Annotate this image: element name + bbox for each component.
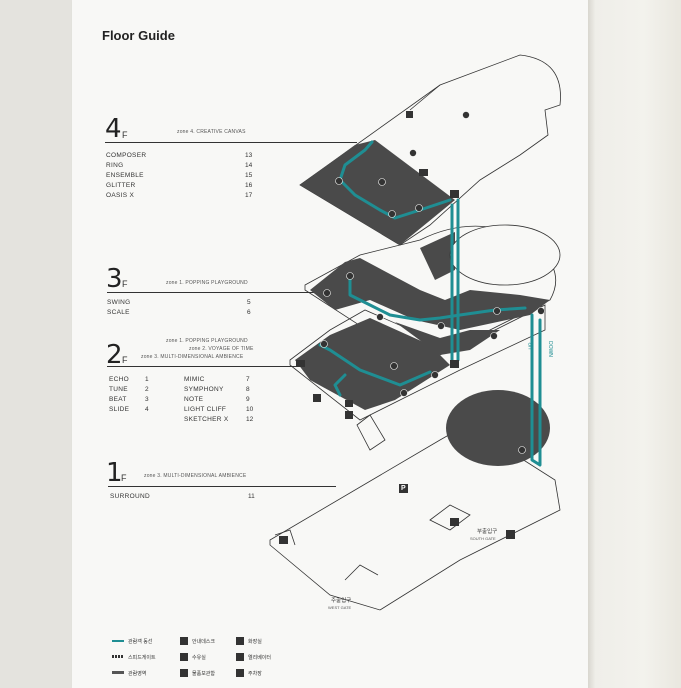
floor-4-room-name: RING <box>106 162 124 169</box>
floor-4-room-number: 14 <box>245 162 253 169</box>
floor-2-left-room-number: 4 <box>145 406 149 413</box>
floor-2-right-room-name: LIGHT CLIFF <box>184 406 227 413</box>
floor-2-zone-1: zone 1. POPPING PLAYGROUND <box>166 338 248 344</box>
room-markers <box>320 111 545 454</box>
legend-label: 엘리베이터 <box>248 655 272 661</box>
legend-symbol-box-icon <box>236 653 244 661</box>
floor-2-right-room-name: SKETCHER X <box>184 416 229 423</box>
floor-2-right-room-number: 12 <box>246 416 254 423</box>
wall-left <box>0 0 72 688</box>
legend-label: 주차장 <box>248 671 262 677</box>
legend-symbol-dash-icon <box>112 655 124 658</box>
floor-2-zone-2: zone 2. VOYAGE OF TIME <box>189 346 254 352</box>
floor-2-rule <box>107 366 296 367</box>
legend-symbol-i-icon <box>180 637 188 645</box>
floor-1-number: 1 <box>106 458 123 488</box>
floor-2-left-room-name: ECHO <box>109 376 129 383</box>
floor-4-room-number: 15 <box>245 172 253 179</box>
west-gate-ko: 주출입구 <box>331 598 352 604</box>
floor-3-rule <box>107 292 320 293</box>
floor-1-rule <box>108 486 336 487</box>
floor-2-right-room-name: SYMPHONY <box>184 386 224 393</box>
floor-4-zone: zone 4. CREATIVE CANVAS <box>177 129 246 135</box>
legend-symbol-box-icon <box>180 653 188 661</box>
floor-3-room-number: 6 <box>247 309 251 316</box>
floor-4-room-number: 16 <box>245 182 253 189</box>
floor-2-right-room-number: 9 <box>246 396 250 403</box>
floor-4-room-name: OASIS X <box>106 192 135 199</box>
floor-1-suffix: F <box>121 473 127 483</box>
down-label: DOWN <box>546 341 553 357</box>
legend-label: 안내데스크 <box>192 639 216 645</box>
legend-symbol-bar-icon <box>112 671 124 674</box>
west-gate-en: WEST GATE <box>328 605 352 610</box>
parking-label: P <box>401 485 406 492</box>
floor-4-exhibit-area <box>300 140 455 245</box>
legend-symbol-P-icon <box>236 669 244 677</box>
floor-2-right-room-number: 7 <box>246 376 250 383</box>
floor-1-room-name: SURROUND <box>110 493 150 500</box>
floor-4-room-name: COMPOSER <box>106 152 147 159</box>
parking-icon <box>399 484 408 493</box>
floor-2-left-room-name: BEAT <box>109 396 127 403</box>
floor-2-left-room-name: SLIDE <box>109 406 130 413</box>
floor-2-exhibit-area <box>295 318 450 410</box>
floor-2-outline <box>289 304 546 421</box>
legend-label: 관람영역 <box>128 671 147 677</box>
floor-1-exhibit-area <box>446 390 550 466</box>
legend-symbol-wc-icon <box>236 637 244 645</box>
floor-2-left-room-number: 1 <box>145 376 149 383</box>
floor-2-right-room-name: NOTE <box>184 396 204 403</box>
floor-2-left-room-number: 2 <box>145 386 149 393</box>
visitor-route <box>318 140 542 467</box>
floor-2-left-room-number: 3 <box>145 396 149 403</box>
floor-4-room-name: ENSEMBLE <box>106 172 144 179</box>
south-gate-ko: 부출입구 <box>477 529 498 535</box>
floor-3-suffix: F <box>122 279 128 289</box>
floor-3-zone: zone 1. POPPING PLAYGROUND <box>166 280 248 286</box>
legend-label: 관람객 동선 <box>128 639 153 645</box>
legend-label: 수유실 <box>192 655 206 661</box>
floor-2-left-room-name: TUNE <box>109 386 128 393</box>
legend-symbol-box-icon <box>180 669 188 677</box>
floor-4-rule <box>105 142 357 143</box>
floor-4-room-number: 17 <box>245 192 253 199</box>
floor-2-right-room-number: 10 <box>246 406 254 413</box>
floor-3-room-number: 5 <box>247 299 251 306</box>
page-title: Floor Guide <box>102 28 175 43</box>
legend-symbol-line-icon <box>112 640 124 642</box>
floor-2-right-room-name: MIMIC <box>184 376 205 383</box>
floor-1-zone: zone 3. MULTI-DIMENSIONAL AMBIENCE <box>144 473 247 479</box>
floor-1-room-number: 11 <box>248 493 255 500</box>
floor-4-suffix: F <box>122 130 128 140</box>
legend-label: 스피드게이트 <box>128 655 156 661</box>
legend-label: 화장실 <box>248 639 262 645</box>
legend-label: 물품보관함 <box>192 671 216 677</box>
floor-3-number: 3 <box>106 264 123 294</box>
floor-2-suffix: F <box>122 355 128 365</box>
floor-4-outline <box>299 54 561 246</box>
floor-4-room-number: 13 <box>245 152 253 159</box>
wall-right <box>588 0 681 688</box>
floor-3-room-name: SCALE <box>107 309 130 316</box>
floor-2-right-room-number: 8 <box>246 386 250 393</box>
up-label: UP <box>528 342 535 350</box>
floor-4-room-name: GLITTER <box>106 182 136 189</box>
floor-4-number: 4 <box>105 114 122 144</box>
floor-3-room-name: SWING <box>107 299 131 306</box>
south-gate-en: SOUTH GATE <box>470 536 496 541</box>
facility-icons <box>279 111 515 544</box>
floor-2-number: 2 <box>106 340 123 370</box>
floor-2-zone-3: zone 3. MULTI-DIMENSIONAL AMBIENCE <box>141 354 244 360</box>
